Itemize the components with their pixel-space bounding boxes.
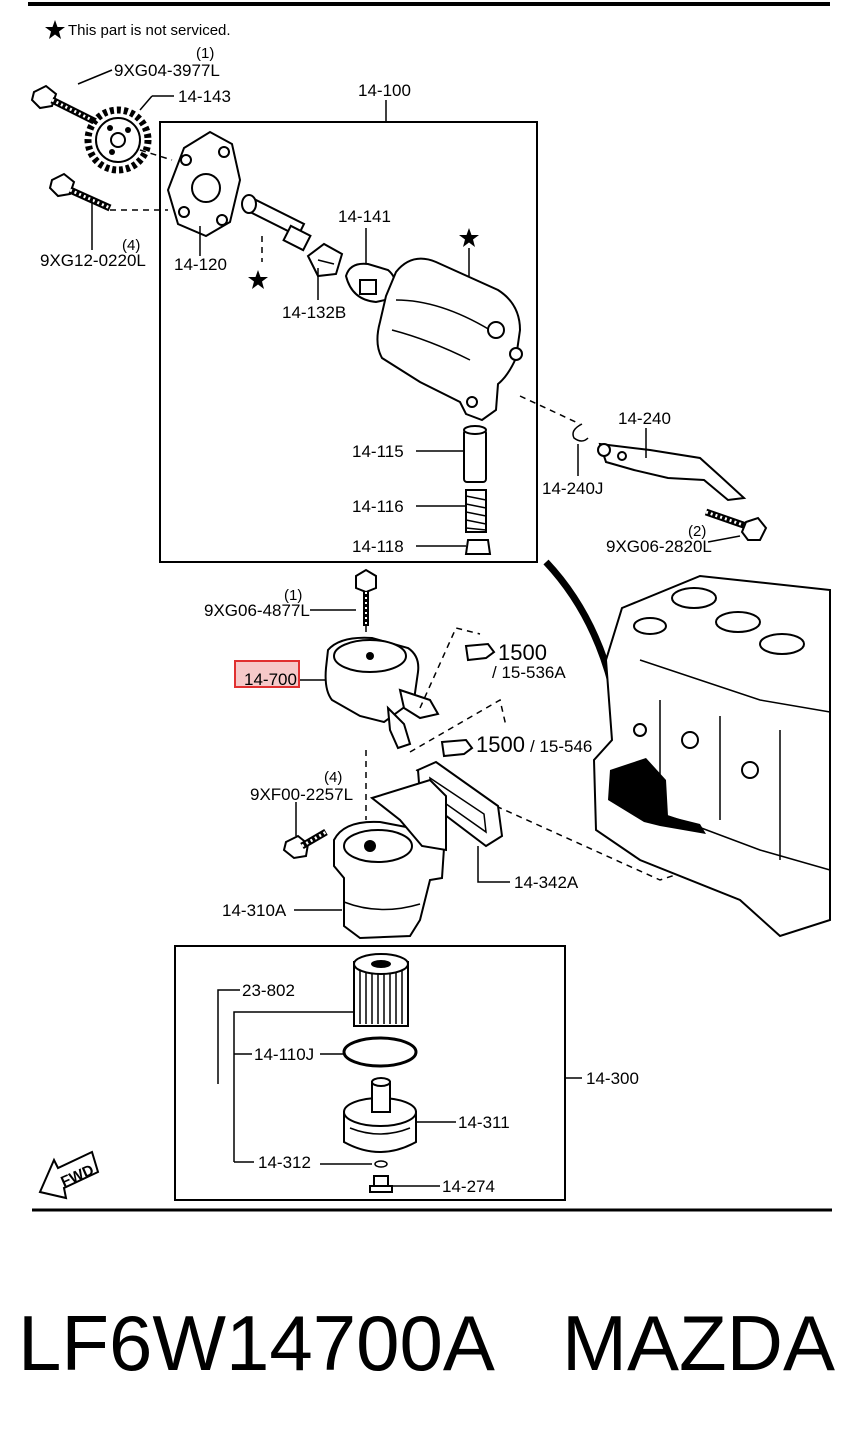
label-bolt-mid: 9XG12-0220L [40,251,146,270]
label-bolt-cooler-qty: (1) [284,587,302,604]
label-ref-a-sub: / 15-536A [492,663,566,682]
label-ref-b-sub: / 15-546 [530,737,592,756]
label-bolt-base-qty: (4) [324,769,342,786]
label-bolt-top: 9XG04-3977L [114,61,220,80]
label-bolt-top-qty: (1) [196,45,214,62]
footer-brand: MAZDA [562,1299,835,1387]
bolt-bracket [704,508,768,541]
footer-part-number: LF6W14700A [18,1299,495,1387]
oil-cooler [324,636,440,750]
label-bolt-base: 9XF00-2257L [250,785,353,804]
star-icon [459,228,479,247]
clip [572,423,589,442]
label-oil-cooler: 14-700 [244,670,297,689]
label-small-oring: 14-312 [258,1153,311,1172]
label-element: 23-802 [242,981,295,1000]
label-bolt-cooler: 9XG06-4877L [204,601,310,620]
label-gasket: 14-342A [514,873,579,892]
note-text: This part is not serviced. [68,22,231,39]
label-bolt-mid-qty: (4) [122,237,140,254]
label-cap: 14-311 [458,1113,510,1132]
label-shaft: 14-141 [338,207,391,226]
label-oring: 14-110J [254,1045,314,1064]
label-drain: 14-274 [442,1177,495,1196]
coupler [306,242,344,278]
label-clip: 14-240J [542,479,603,498]
pump-assembly-box [159,121,538,563]
oil-cooler-highlight [234,660,300,688]
label-bolt-bracket-qty: (2) [688,523,706,540]
pump-cover [166,130,242,238]
label-pump-assy: 14-100 [358,81,411,100]
o-ring [342,1036,418,1068]
label-spring: 14-116 [352,497,404,516]
label-sprocket: 14-143 [178,87,231,106]
note: This part is not serviced. [45,20,231,39]
star-icon [45,20,65,39]
shaft [241,194,312,252]
hand-icon [464,642,496,662]
drain-plug [369,1175,393,1193]
label-plunger: 14-115 [352,442,404,461]
filter-cap [343,1077,417,1153]
label-coupler: 14-132B [282,303,346,322]
bolt-base [282,828,328,860]
star-icon [248,270,268,289]
hand-icon [440,738,474,758]
label-bracket: 14-240 [618,409,671,428]
sprocket [84,106,152,174]
bolt-cooler [355,568,377,626]
label-cover: 14-120 [174,255,227,274]
fwd-arrow-icon: FWD [38,1150,100,1200]
label-ref-a-num: 1500 [498,640,547,665]
plunger [463,425,487,483]
bolt-mid [48,172,112,212]
spring [465,489,487,533]
label-plug: 14-118 [352,537,404,556]
filter-element [353,953,409,1027]
pump-body [376,257,523,422]
oil-cooler-location [608,758,706,834]
filter-assembly-box [174,945,566,1201]
bolt-top [30,84,98,126]
bracket [597,442,747,502]
label-bolt-bracket: 9XG06-2820L [606,537,712,556]
filter-body [333,778,447,940]
small-o-ring [374,1160,388,1168]
engine-block [592,574,831,938]
label-ref-b-num: 1500 [476,732,525,757]
plug [464,539,492,555]
label-filter-body: 14-310A [222,901,287,920]
label-filter-assy: 14-300 [586,1069,639,1088]
